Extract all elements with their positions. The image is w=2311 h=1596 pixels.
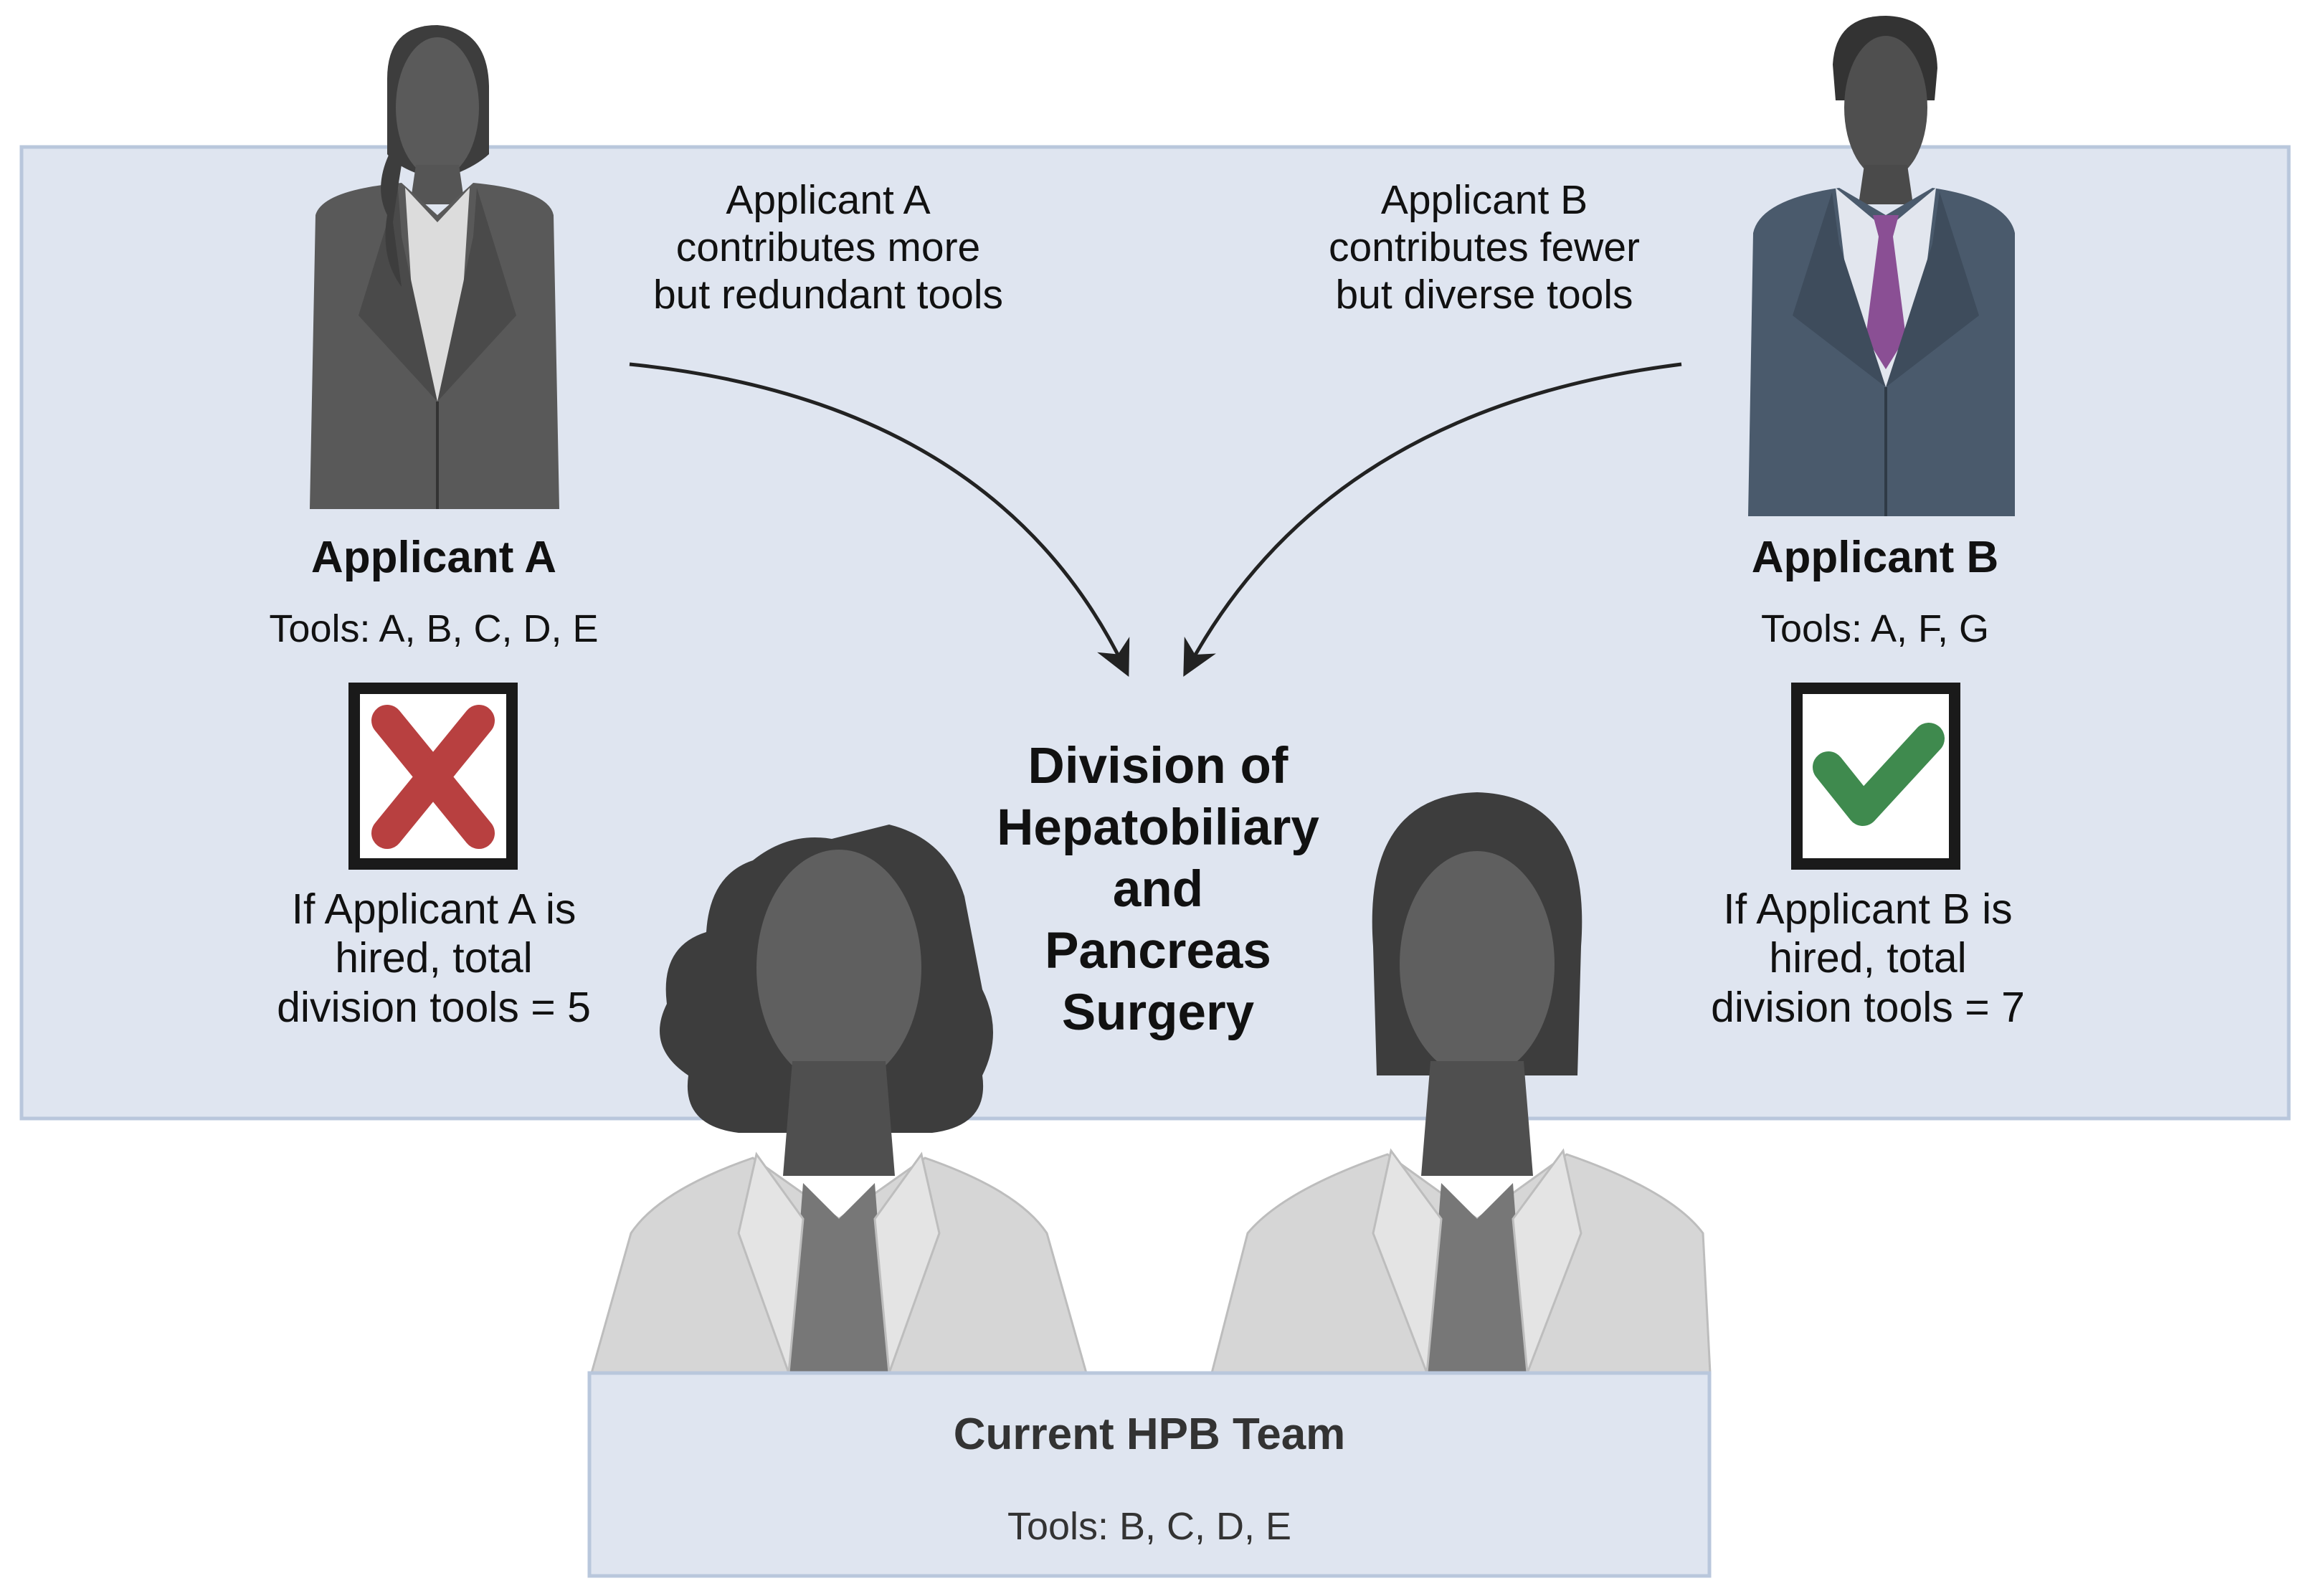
green-check-icon	[1791, 683, 1960, 870]
applicant-a-outcome-line-2: hired, total	[335, 934, 533, 982]
applicant-a-note: Applicant A contributes more but redunda…	[599, 176, 1058, 318]
applicant-a-outcome: If Applicant A is hired, total division …	[215, 885, 653, 1032]
team-member-1-figure	[590, 825, 1088, 1374]
applicant-b-figure	[1748, 16, 2015, 516]
applicant-a-note-line-3: but redundant tools	[653, 272, 1004, 318]
applicant-b-note: Applicant B contributes fewer but divers…	[1255, 176, 1714, 318]
applicant-b-note-line-2: contributes fewer	[1328, 224, 1641, 271]
applicant-b-outcome-line-1: If Applicant B is	[1723, 885, 2013, 933]
applicant-a-note-line-1: Applicant A	[726, 177, 931, 223]
applicant-a-name: Applicant A	[310, 533, 557, 582]
applicant-b-tools: Tools: A, F, G	[1760, 607, 1990, 650]
applicant-b-outcome-line-2: hired, total	[1769, 934, 1967, 982]
applicant-b-name: Applicant B	[1751, 533, 1999, 582]
applicant-a-note-line-2: contributes more	[675, 224, 981, 271]
applicant-a-outcome-line-1: If Applicant A is	[291, 885, 576, 933]
division-title-line-4: Pancreas	[1045, 922, 1271, 979]
applicant-a-tools: Tools: A, B, C, D, E	[269, 607, 599, 650]
division-title-line-1: Division of	[1028, 738, 1289, 794]
applicant-b-outcome-line-3: division tools = 7	[1711, 983, 2025, 1031]
team-tools: Tools: B, C, D, E	[1007, 1505, 1292, 1548]
division-title: Division of Hepatobiliary and Pancreas S…	[932, 736, 1384, 1044]
applicant-b-outcome: If Applicant B is hired, total division …	[1649, 885, 2087, 1032]
arrow-applicant-b	[1183, 362, 1682, 677]
division-title-line-2: Hepatobiliary	[997, 799, 1319, 856]
red-x-icon	[348, 683, 518, 870]
arrow-applicant-a	[629, 362, 1130, 678]
division-title-line-5: Surgery	[1061, 984, 1255, 1041]
team-member-2-figure	[1210, 792, 1712, 1374]
division-title-line-3: and	[1112, 860, 1204, 918]
applicant-a-outcome-line-3: division tools = 5	[277, 983, 591, 1031]
team-box	[587, 1371, 1712, 1578]
applicant-b-note-line-3: but diverse tools	[1335, 272, 1633, 318]
applicant-a-figure	[310, 25, 559, 509]
applicant-b-note-line-1: Applicant B	[1380, 177, 1588, 223]
team-title: Current HPB Team	[953, 1410, 1346, 1459]
